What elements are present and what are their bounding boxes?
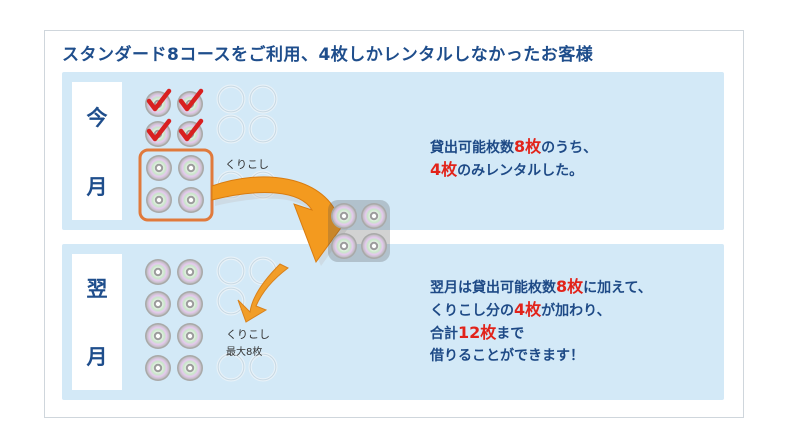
next-month-desc-line-2: くりこし分の4枚が加わり、 [430, 299, 652, 322]
curved-arrow-icon [211, 176, 357, 323]
disc-placeholder-icon [248, 352, 278, 382]
desc-text: のうち、 [541, 140, 598, 156]
next-month-label-char-1: 翌 [86, 277, 108, 301]
disc-icon [331, 203, 357, 229]
disc-icon [145, 259, 171, 285]
desc-text: 合計 [430, 326, 458, 342]
kurikoshi-label-this-month: くりこし [225, 158, 269, 171]
rented-discs [145, 91, 203, 147]
this-month-desc-line-1: 貸出可能枚数8枚のうち、 [430, 136, 597, 159]
this-month-label: 今 月 [72, 82, 122, 220]
desc-emphasis: 8枚 [514, 137, 542, 156]
next-month-label-char-2: 月 [86, 345, 108, 369]
desc-emphasis: 12枚 [458, 323, 497, 342]
desc-text: のみレンタルした。 [457, 163, 584, 179]
next-month-panel [62, 244, 724, 400]
disc-placeholder-icon [248, 84, 278, 114]
disc-icon [361, 203, 387, 229]
disc-icon [361, 233, 387, 259]
kurikoshi-label-next-month: くりこし [226, 328, 270, 341]
disc-icon [145, 291, 171, 317]
carried-over-discs [328, 200, 390, 262]
disc-placeholder-icon [216, 114, 246, 144]
desc-text: 翌月は貸出可能枚数 [430, 280, 556, 296]
disc-icon [178, 155, 204, 181]
disc-icon [178, 187, 204, 213]
disc-placeholder-icon [248, 114, 278, 144]
next-month-discs [145, 259, 203, 381]
unused-discs [146, 155, 204, 213]
desc-emphasis: 4枚 [430, 160, 458, 179]
max-label-next-month: 最大8枚 [226, 347, 263, 358]
desc-emphasis: 4枚 [514, 300, 542, 319]
disc-placeholder-icon [216, 286, 246, 316]
disc-icon [177, 291, 203, 317]
disc-icon [145, 355, 171, 381]
disc-placeholder-icon [216, 352, 246, 382]
next-month-desc-line-1: 翌月は貸出可能枚数8枚に加えて、 [430, 276, 652, 299]
desc-text: くりこし分の [430, 303, 514, 319]
disc-icon [145, 323, 171, 349]
next-month-label: 翌 月 [72, 254, 122, 390]
this-month-label-char-2: 月 [86, 174, 108, 199]
disc-icon [146, 187, 172, 213]
desc-text: まで [496, 326, 525, 342]
disc-icon [331, 233, 357, 259]
this-month-label-char-1: 今 [86, 105, 108, 130]
disc-icon [177, 323, 203, 349]
unused-discs-highlight [138, 148, 214, 222]
disc-icon [146, 155, 172, 181]
desc-text: が加わり、 [541, 303, 611, 319]
disc-placeholder-icon [216, 256, 246, 286]
next-month-desc-line-3: 合計12枚まで [430, 322, 652, 345]
disc-icon [177, 355, 203, 381]
this-month-description: 貸出可能枚数8枚のうち、 4枚のみレンタルした。 [430, 136, 597, 182]
desc-emphasis: 8枚 [556, 277, 584, 296]
desc-text: 貸出可能枚数 [430, 140, 514, 156]
next-month-desc-line-4: 借りることができます！ [430, 348, 584, 364]
headline: スタンダード8コースをご利用、4枚しかレンタルしなかったお客様 [62, 45, 594, 65]
this-month-desc-line-2: 4枚のみレンタルした。 [430, 159, 597, 182]
disc-placeholder-icon [216, 84, 246, 114]
next-month-description: 翌月は貸出可能枚数8枚に加えて、 くりこし分の4枚が加わり、 合計12枚まで 借… [430, 276, 652, 367]
disc-icon [177, 259, 203, 285]
desc-text: に加えて、 [583, 280, 652, 296]
